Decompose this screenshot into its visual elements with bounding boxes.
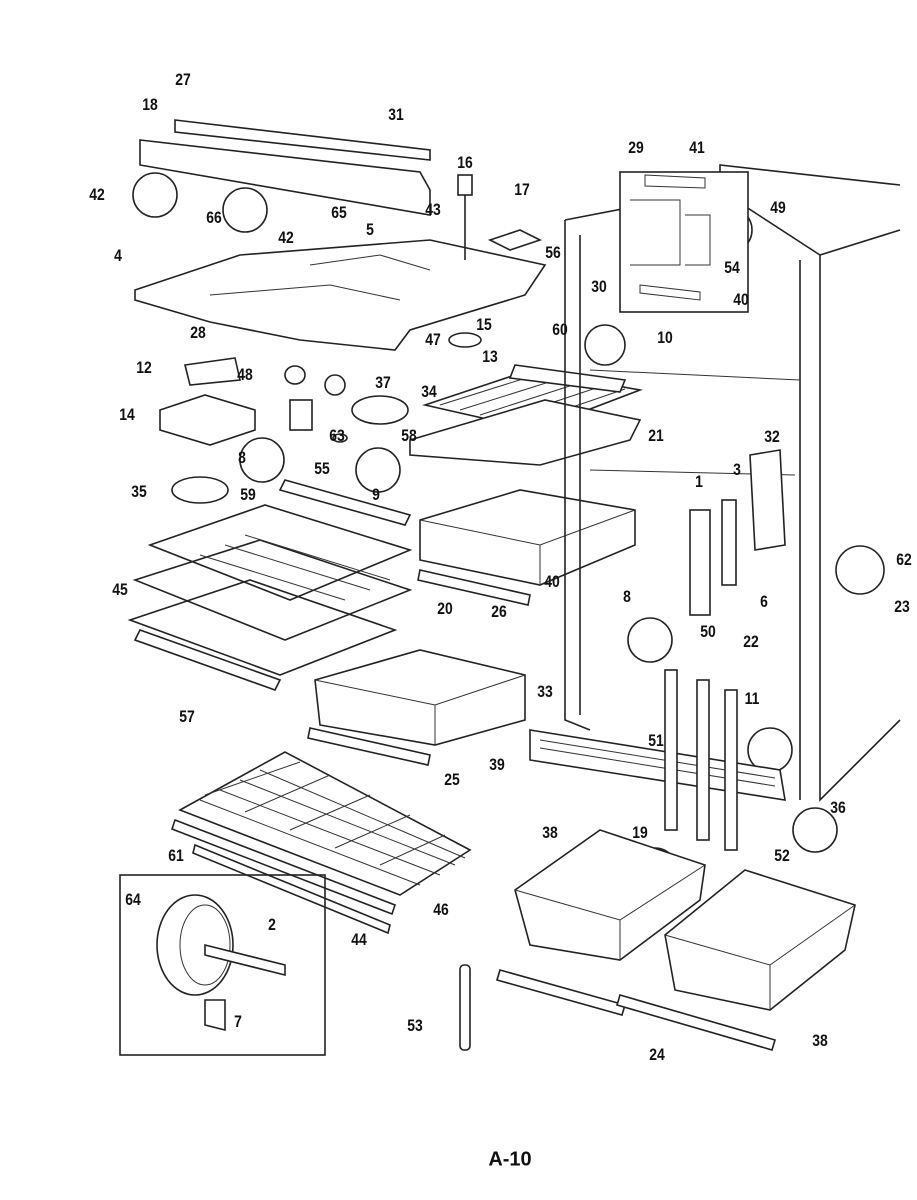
part-label-61: 61 — [168, 846, 184, 865]
part-label-37: 37 — [375, 373, 391, 392]
part-label-62: 62 — [896, 550, 912, 569]
part-label-11: 11 — [744, 689, 760, 708]
part-label-36: 36 — [830, 798, 846, 817]
part-label-7: 7 — [234, 1012, 242, 1031]
part-label-52: 52 — [774, 846, 790, 865]
part-label-29: 29 — [628, 138, 644, 157]
part-label-49: 49 — [770, 198, 786, 217]
part-label-8: 8 — [238, 448, 246, 467]
glass-shelf-46 — [178, 751, 472, 896]
part-label-10: 10 — [657, 328, 673, 347]
shelf-rails — [664, 449, 786, 851]
part-label-17: 17 — [514, 180, 530, 199]
part-label-51: 51 — [648, 731, 664, 750]
part-label-48: 48 — [237, 365, 253, 384]
part-label-60: 60 — [552, 320, 568, 339]
part-label-44: 44 — [351, 930, 367, 949]
part-label-66: 66 — [206, 208, 222, 227]
part-label-32: 32 — [764, 427, 780, 446]
part-label-19: 19 — [632, 823, 648, 842]
part-label-56: 56 — [545, 243, 561, 262]
part-label-16: 16 — [457, 153, 473, 172]
part-label-41: 41 — [689, 138, 705, 157]
part-label-50: 50 — [700, 622, 716, 641]
part-label-64: 64 — [125, 890, 141, 909]
part-label-4: 4 — [114, 246, 122, 265]
freezer-floor-panel-28 — [134, 239, 547, 351]
part-label-8: 8 — [623, 587, 631, 606]
part-label-18: 18 — [142, 95, 158, 114]
part-label-1: 1 — [695, 472, 703, 491]
small-parts — [159, 174, 543, 504]
part-label-14: 14 — [119, 405, 135, 424]
part-label-20: 20 — [437, 599, 453, 618]
part-label-28: 28 — [190, 323, 206, 342]
part-label-42: 42 — [278, 228, 294, 247]
part-label-9: 9 — [372, 485, 380, 504]
page-number: A-10 — [488, 1148, 532, 1171]
part-label-40: 40 — [544, 572, 560, 591]
part-label-3: 3 — [733, 460, 741, 479]
top-trim-27-31 — [139, 119, 431, 216]
part-label-63: 63 — [329, 426, 345, 445]
part-label-38: 38 — [542, 823, 558, 842]
part-label-42: 42 — [89, 185, 105, 204]
part-label-43: 43 — [425, 200, 441, 219]
part-label-65: 65 — [331, 203, 347, 222]
part-label-24: 24 — [649, 1045, 665, 1064]
inset-box-ice-bucket — [619, 171, 749, 313]
crisper-drawer-38-right — [664, 869, 856, 1011]
crisper-drawer-39 — [314, 649, 526, 746]
part-label-40: 40 — [733, 290, 749, 309]
fresh-food-shelves-45 — [127, 479, 413, 691]
part-label-13: 13 — [482, 347, 498, 366]
part-label-45: 45 — [112, 580, 128, 599]
part-label-34: 34 — [421, 382, 437, 401]
crisper-drawer-38-left — [514, 829, 706, 961]
part-label-26: 26 — [491, 602, 507, 621]
freezer-drawer-40 — [419, 489, 636, 586]
part-label-58: 58 — [401, 426, 417, 445]
part-label-46: 46 — [433, 900, 449, 919]
part-label-35: 35 — [131, 482, 147, 501]
part-label-22: 22 — [743, 632, 759, 651]
part-label-39: 39 — [489, 755, 505, 774]
part-label-27: 27 — [175, 70, 191, 89]
part-label-23: 23 — [894, 597, 910, 616]
part-label-55: 55 — [314, 459, 330, 478]
part-label-31: 31 — [388, 105, 404, 124]
part-label-30: 30 — [591, 277, 607, 296]
part-label-6: 6 — [760, 592, 768, 611]
part-label-15: 15 — [476, 315, 492, 334]
inset-box-roller — [119, 874, 326, 1056]
part-label-54: 54 — [724, 258, 740, 277]
part-label-38: 38 — [812, 1031, 828, 1050]
part-label-5: 5 — [366, 220, 374, 239]
part-label-25: 25 — [444, 770, 460, 789]
part-label-2: 2 — [268, 915, 276, 934]
part-label-57: 57 — [179, 707, 195, 726]
part-label-59: 59 — [240, 485, 256, 504]
part-label-21: 21 — [648, 426, 664, 445]
part-label-47: 47 — [425, 330, 441, 349]
part-label-33: 33 — [537, 682, 553, 701]
part-label-12: 12 — [136, 358, 152, 377]
part-label-53: 53 — [407, 1016, 423, 1035]
